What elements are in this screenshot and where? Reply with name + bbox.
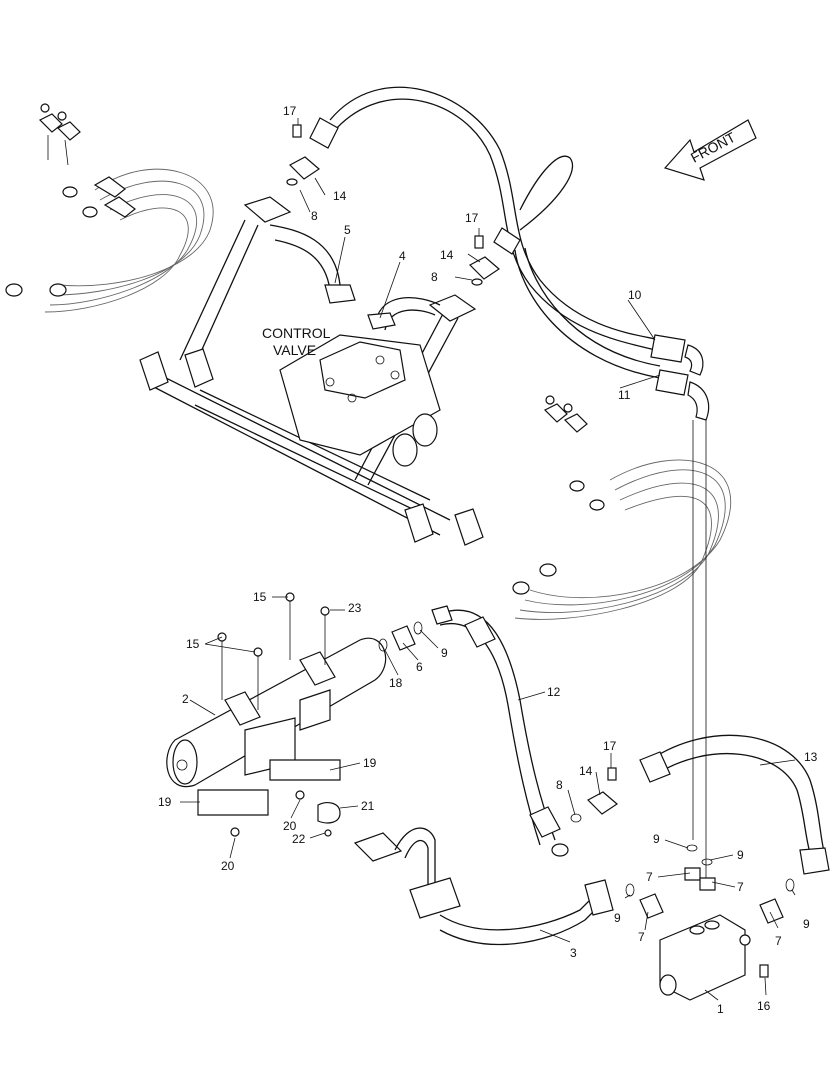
callout-8b: 8 (431, 270, 438, 284)
callout-9b: 9 (653, 832, 660, 846)
valve-body (639, 844, 784, 1001)
callout-14a: 14 (333, 189, 347, 203)
callout-17a: 17 (283, 104, 297, 118)
callout-3: 3 (570, 946, 577, 960)
ghost-hoses-left-top (5, 103, 214, 313)
front-arrow: FRONT (663, 119, 757, 181)
tube-3 (353, 827, 635, 946)
callout-8c: 8 (556, 778, 563, 792)
hose-13 (639, 734, 830, 892)
fittings-lower (570, 767, 618, 823)
callout-7a: 7 (646, 870, 653, 884)
callout-13: 13 (804, 750, 818, 764)
callout-7d: 7 (775, 934, 782, 948)
tube-to-valve (692, 420, 707, 880)
fittings-upper (286, 124, 500, 286)
callout-10: 10 (628, 288, 642, 302)
leader-lines (180, 118, 796, 1001)
control-valve: CONTROL VALVE (262, 325, 441, 467)
accumulator (166, 592, 387, 837)
callout-7c: 7 (638, 930, 645, 944)
callout-15b: 15 (186, 637, 200, 651)
callout-21: 21 (361, 799, 375, 813)
callout-19a: 19 (363, 756, 377, 770)
callout-18: 18 (389, 676, 403, 690)
hose-10-11 (309, 86, 710, 421)
callout-2: 2 (182, 692, 189, 706)
callout-15a: 15 (253, 590, 267, 604)
callout-9d: 9 (614, 911, 621, 925)
callout-9c: 9 (737, 848, 744, 862)
callout-14c: 14 (579, 764, 593, 778)
callout-20b: 20 (221, 859, 235, 873)
callout-14b: 14 (440, 248, 454, 262)
callout-9e: 9 (803, 917, 810, 931)
callout-8a: 8 (311, 209, 318, 223)
control-valve-label-line1: CONTROL (262, 325, 331, 341)
callout-11: 11 (618, 388, 631, 402)
callout-17c: 17 (603, 739, 617, 753)
callout-9a: 9 (441, 646, 448, 660)
fittings-6-18 (378, 621, 423, 652)
callout-1: 1 (717, 1002, 724, 1016)
callout-12: 12 (547, 685, 561, 699)
ghost-hoses-right (512, 395, 732, 620)
callout-labels: 17 14 8 5 4 17 14 8 10 11 15 23 15 9 6 1… (158, 104, 818, 1016)
control-valve-label-line2: VALVE (273, 342, 316, 358)
tube-frame (139, 196, 484, 546)
callout-23: 23 (348, 601, 362, 615)
callout-20a: 20 (283, 819, 297, 833)
hose-12 (431, 605, 569, 857)
callout-19b: 19 (158, 795, 172, 809)
callout-4: 4 (399, 249, 406, 263)
callout-17b: 17 (465, 211, 479, 225)
callout-16: 16 (757, 999, 771, 1013)
callout-7b: 7 (737, 880, 744, 894)
callout-5: 5 (344, 223, 351, 237)
callout-6: 6 (416, 660, 423, 674)
callout-22: 22 (292, 832, 306, 846)
